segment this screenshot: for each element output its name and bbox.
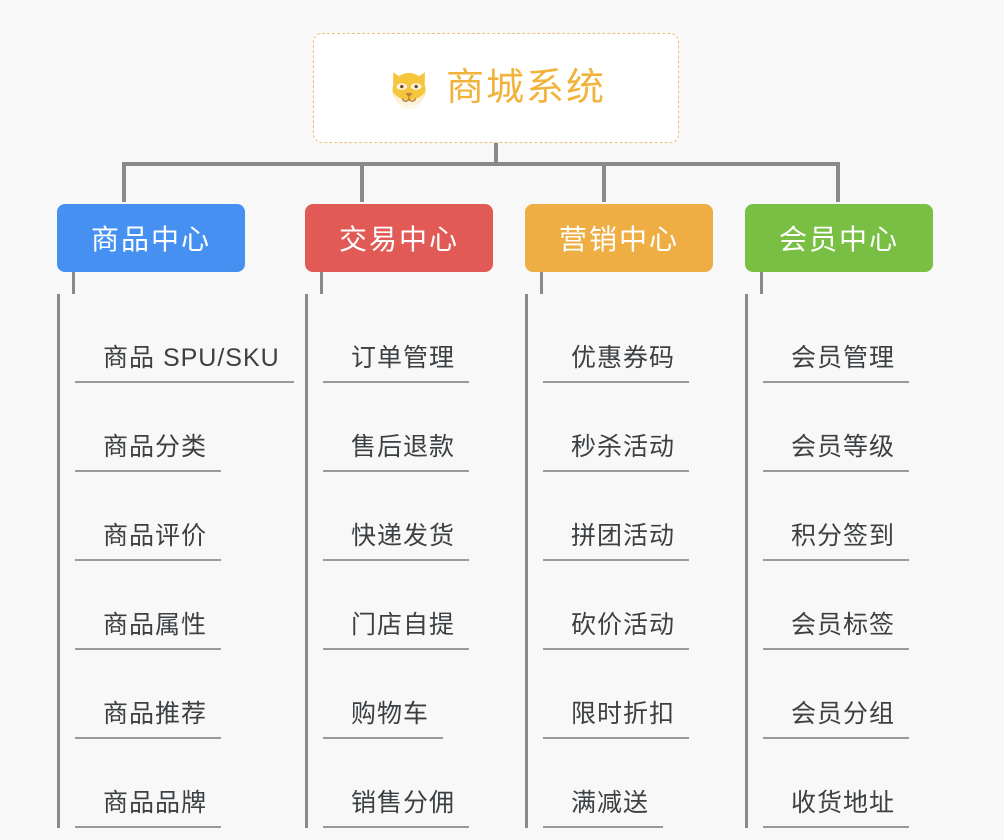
list-item[interactable]: 商品分类 [75,383,245,472]
leaf-list-marketing: 优惠券码 秒杀活动 拼团活动 砍价活动 限时折扣 满减送 [525,294,713,828]
list-item[interactable]: 限时折扣 [543,650,713,739]
leaf-label: 砍价活动 [543,611,690,650]
list-item[interactable]: 会员等级 [763,383,933,472]
branch-column-member: 会员中心 会员管理 会员等级 积分签到 会员标签 会员分组 收货地址 [745,204,933,828]
leaf-label: 购物车 [323,700,444,739]
branch-column-trade: 交易中心 订单管理 售后退款 快递发货 门店自提 购物车 销售分佣 [305,204,493,828]
leaf-label: 拼团活动 [543,522,690,561]
list-item[interactable]: 商品 SPU/SKU [75,294,294,383]
list-item[interactable]: 门店自提 [323,561,493,650]
leaf-label: 售后退款 [323,433,470,472]
branch-header-product[interactable]: 商品中心 [57,204,245,272]
branch-header-member[interactable]: 会员中心 [745,204,933,272]
list-item[interactable]: 商品推荐 [75,650,245,739]
connector-root-stem [494,143,498,166]
leaf-list-trade: 订单管理 售后退款 快递发货 门店自提 购物车 销售分佣 [305,294,493,828]
connector-substem-product [72,272,75,294]
list-item[interactable]: 购物车 [323,650,493,739]
branch-header-marketing[interactable]: 营销中心 [525,204,713,272]
root-node-title: 商城系统 [445,67,606,109]
list-item[interactable]: 商品属性 [75,561,245,650]
list-item[interactable]: 快递发货 [323,472,493,561]
branch-column-marketing: 营销中心 优惠券码 秒杀活动 拼团活动 砍价活动 限时折扣 满减送 [525,204,713,828]
list-item[interactable]: 商品品牌 [75,739,245,828]
connector-drop-3 [602,162,606,202]
leaf-label: 会员管理 [763,344,910,383]
list-item[interactable]: 积分签到 [763,472,933,561]
leaf-label: 限时折扣 [543,700,690,739]
connector-drop-2 [360,162,364,202]
connector-drop-4 [836,162,840,202]
list-item[interactable]: 会员分组 [763,650,933,739]
list-item[interactable]: 会员标签 [763,561,933,650]
leaf-label: 优惠券码 [543,344,690,383]
leaf-label: 快递发货 [323,522,470,561]
leaf-label: 收货地址 [763,789,910,828]
leaf-list-member: 会员管理 会员等级 积分签到 会员标签 会员分组 收货地址 [745,294,933,828]
connector-drop-1 [122,162,126,202]
leaf-label: 商品推荐 [75,700,222,739]
leaf-label: 秒杀活动 [543,433,690,472]
list-item[interactable]: 秒杀活动 [543,383,713,472]
list-item[interactable]: 会员管理 [763,294,933,383]
root-node-mall-system[interactable]: 商城系统 [313,33,679,143]
connector-substem-trade [320,272,323,294]
connector-substem-marketing [540,272,543,294]
leaf-label: 销售分佣 [323,789,470,828]
list-item[interactable]: 商品评价 [75,472,245,561]
leaf-label: 会员标签 [763,611,910,650]
list-item[interactable]: 优惠券码 [543,294,713,383]
connector-substem-member [760,272,763,294]
list-item[interactable]: 订单管理 [323,294,493,383]
leaf-list-product: 商品 SPU/SKU 商品分类 商品评价 商品属性 商品推荐 商品品牌 [57,294,294,828]
list-item[interactable]: 满减送 [543,739,713,828]
leaf-label: 商品 SPU/SKU [75,344,294,383]
list-item[interactable]: 销售分佣 [323,739,493,828]
branch-header-trade[interactable]: 交易中心 [305,204,493,272]
shiba-dog-face-icon [392,72,426,109]
leaf-label: 满减送 [543,789,664,828]
list-item[interactable]: 售后退款 [323,383,493,472]
leaf-label: 商品分类 [75,433,222,472]
leaf-label: 门店自提 [323,611,470,650]
leaf-label: 积分签到 [763,522,910,561]
leaf-label: 商品评价 [75,522,222,561]
connector-horizontal-bar [122,162,840,166]
list-item[interactable]: 拼团活动 [543,472,713,561]
leaf-label: 商品品牌 [75,789,222,828]
list-item[interactable]: 砍价活动 [543,561,713,650]
branch-column-product: 商品中心 商品 SPU/SKU 商品分类 商品评价 商品属性 商品推荐 商品品牌 [57,204,294,828]
leaf-label: 会员等级 [763,433,910,472]
leaf-label: 订单管理 [323,344,470,383]
list-item[interactable]: 收货地址 [763,739,933,828]
leaf-label: 商品属性 [75,611,222,650]
leaf-label: 会员分组 [763,700,910,739]
